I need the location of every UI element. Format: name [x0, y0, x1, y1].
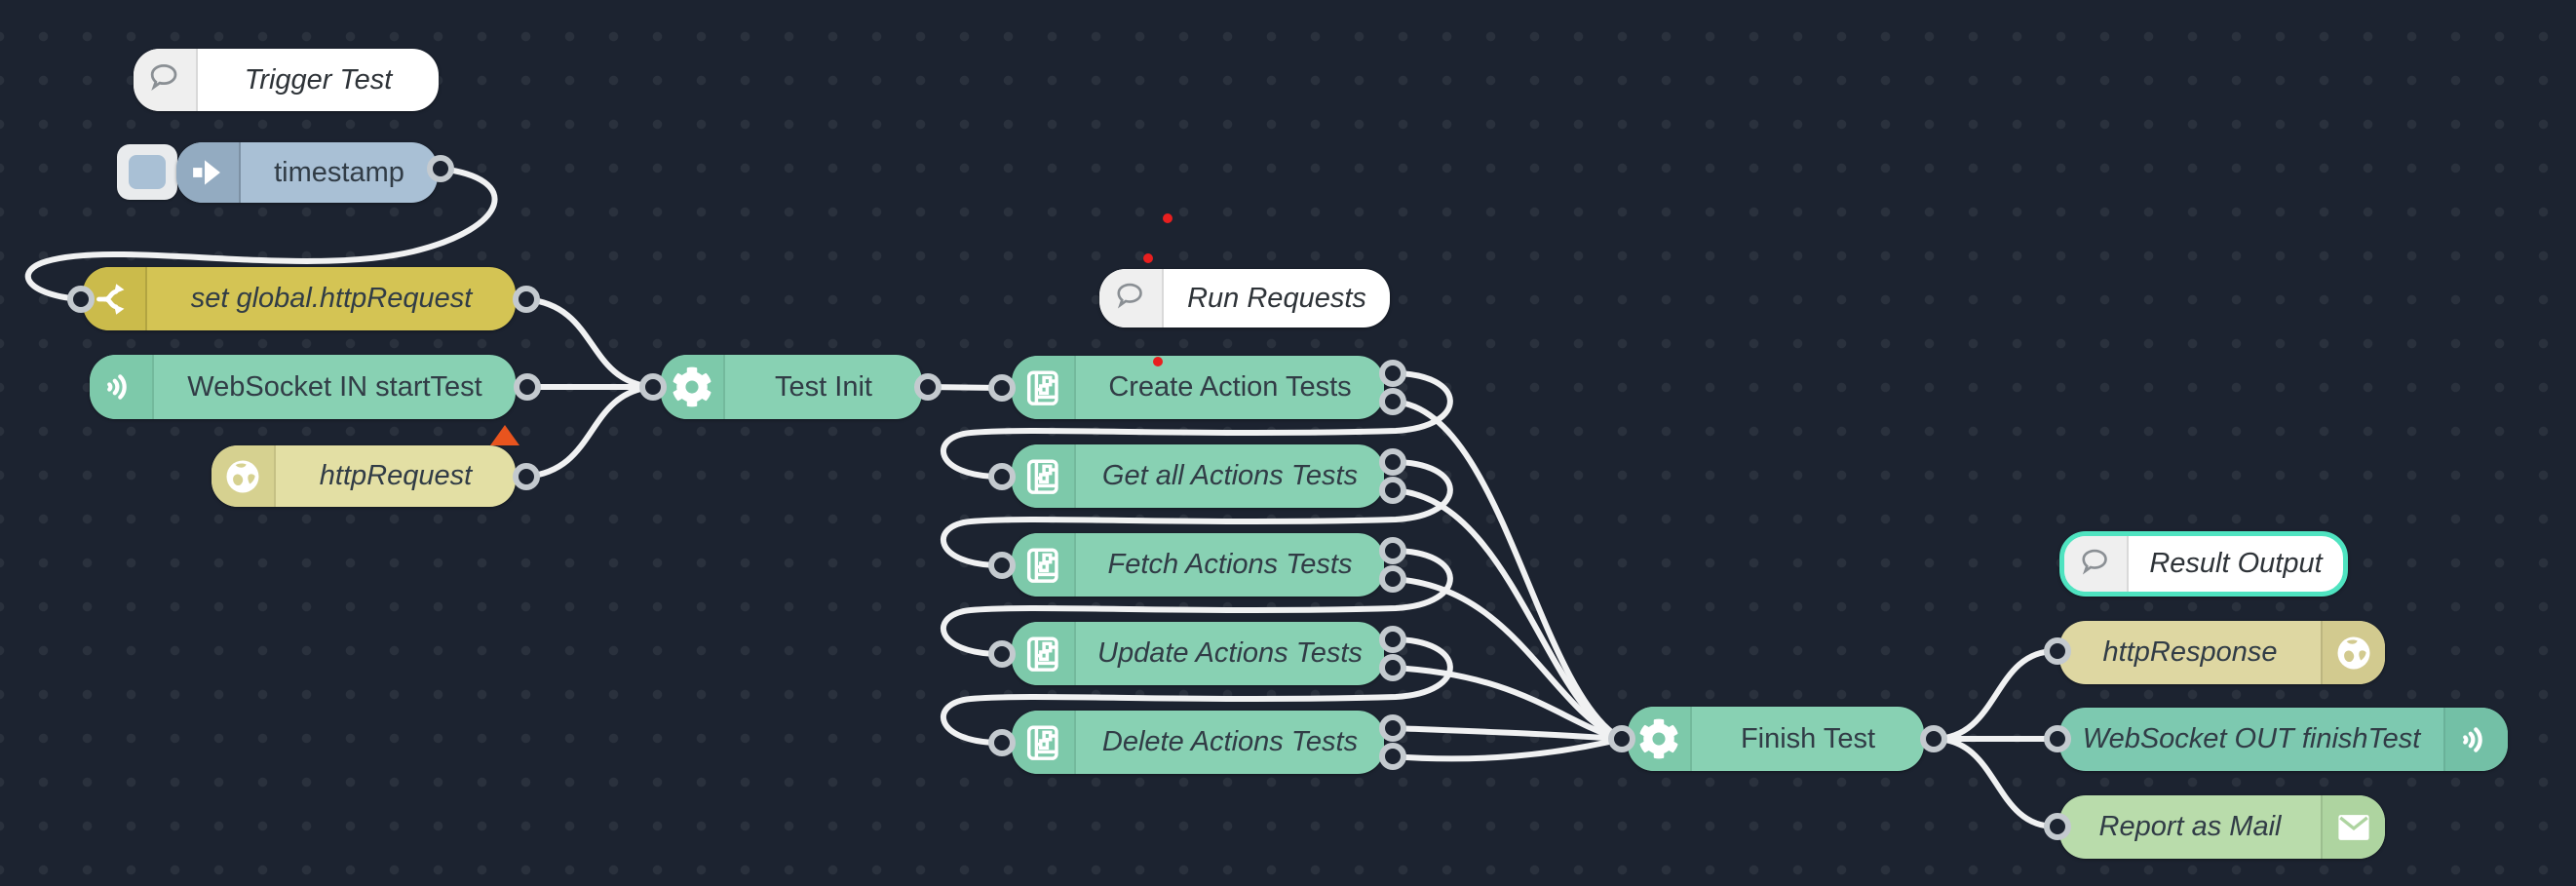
gear-icon: [1628, 707, 1692, 771]
error-indicator: [490, 425, 519, 445]
subflow-icon: [1012, 533, 1076, 597]
node-function-test-init[interactable]: Test Init: [661, 355, 922, 419]
wire[interactable]: [1390, 665, 1621, 742]
node-label: httpRequest: [319, 460, 473, 491]
wire[interactable]: [1390, 737, 1621, 762]
subflow-icon: [1012, 622, 1076, 685]
globe-icon: [211, 445, 276, 507]
mail-icon: [2321, 795, 2385, 859]
node-label: Test Init: [775, 370, 872, 403]
node-label: Finish Test: [1740, 722, 1876, 754]
node-subflow-create-action-tests[interactable]: Create Action Tests: [1012, 356, 1384, 419]
speech-bubble-icon: [2064, 536, 2129, 592]
node-websocket-in-starttest[interactable]: WebSocket IN startTest: [90, 355, 516, 419]
node-subflow-delete-actions-tests[interactable]: Delete Actions Tests: [1012, 711, 1384, 774]
node-label: Update Actions Tests: [1097, 637, 1363, 669]
node-label: Trigger Test: [244, 63, 393, 96]
inject-arrow-icon: [176, 142, 241, 203]
wire[interactable]: [24, 166, 498, 302]
node-function-finish-test[interactable]: Finish Test: [1628, 707, 1924, 771]
node-change-set-global-httprequest[interactable]: set global.httpRequest: [83, 267, 516, 330]
node-subflow-get-all-actions-tests[interactable]: Get all Actions Tests: [1012, 444, 1384, 508]
subflow-icon: [1012, 356, 1076, 419]
node-label: Delete Actions Tests: [1101, 726, 1359, 757]
wire[interactable]: [925, 384, 1003, 391]
node-label: Get all Actions Tests: [1101, 460, 1359, 491]
subflow-icon: [1012, 444, 1076, 508]
node-label: Result Output: [2149, 548, 2323, 579]
node-label: timestamp: [274, 156, 404, 188]
node-email-report-as-mail[interactable]: Report as Mail: [2059, 795, 2385, 859]
node-http-response[interactable]: httpResponse: [2059, 621, 2385, 684]
wire[interactable]: [941, 459, 1453, 568]
wire[interactable]: [1931, 648, 2058, 742]
node-subflow-fetch-actions-tests[interactable]: Fetch Actions Tests: [1012, 533, 1384, 597]
wire[interactable]: [941, 636, 1453, 746]
inject-run-button[interactable]: [117, 144, 177, 200]
node-label: Report as Mail: [2098, 811, 2282, 842]
node-comment-run-requests[interactable]: Run Requests: [1099, 269, 1390, 327]
node-label: Fetch Actions Tests: [1107, 549, 1353, 580]
wire[interactable]: [941, 548, 1453, 657]
node-subflow-update-actions-tests[interactable]: Update Actions Tests: [1012, 622, 1384, 685]
wire[interactable]: [1931, 736, 2058, 829]
node-label: WebSocket OUT finishTest: [2082, 723, 2421, 754]
globe-icon: [2321, 621, 2385, 684]
broadcast-icon: [2443, 708, 2508, 771]
wire[interactable]: [1390, 576, 1621, 741]
wire[interactable]: [1390, 399, 1621, 740]
speech-bubble-icon: [1099, 269, 1164, 327]
wire[interactable]: [1390, 487, 1621, 741]
node-label: httpResponse: [2102, 636, 2278, 668]
wire[interactable]: [523, 384, 654, 480]
node-label: Run Requests: [1187, 282, 1366, 314]
change-fork-icon: [83, 267, 147, 330]
speech-bubble-icon: [134, 49, 198, 111]
node-inject-timestamp[interactable]: timestamp: [176, 142, 438, 203]
node-http-request[interactable]: httpRequest: [211, 425, 519, 507]
gear-icon: [661, 355, 725, 419]
node-websocket-out-finishtest[interactable]: WebSocket OUT finishTest: [2059, 708, 2508, 771]
wire[interactable]: [941, 370, 1453, 480]
wire[interactable]: [1390, 725, 1621, 742]
node-label: WebSocket IN startTest: [187, 370, 482, 403]
wire[interactable]: [523, 296, 654, 390]
broadcast-icon: [90, 355, 154, 419]
node-label: Create Action Tests: [1108, 371, 1352, 403]
node-label: set global.httpRequest: [190, 283, 473, 314]
inject-button-inner: [129, 155, 166, 189]
subflow-icon: [1012, 711, 1076, 774]
node-comment-result-output[interactable]: Result Output: [2059, 531, 2348, 597]
node-comment-trigger-test[interactable]: Trigger Test: [134, 49, 439, 111]
